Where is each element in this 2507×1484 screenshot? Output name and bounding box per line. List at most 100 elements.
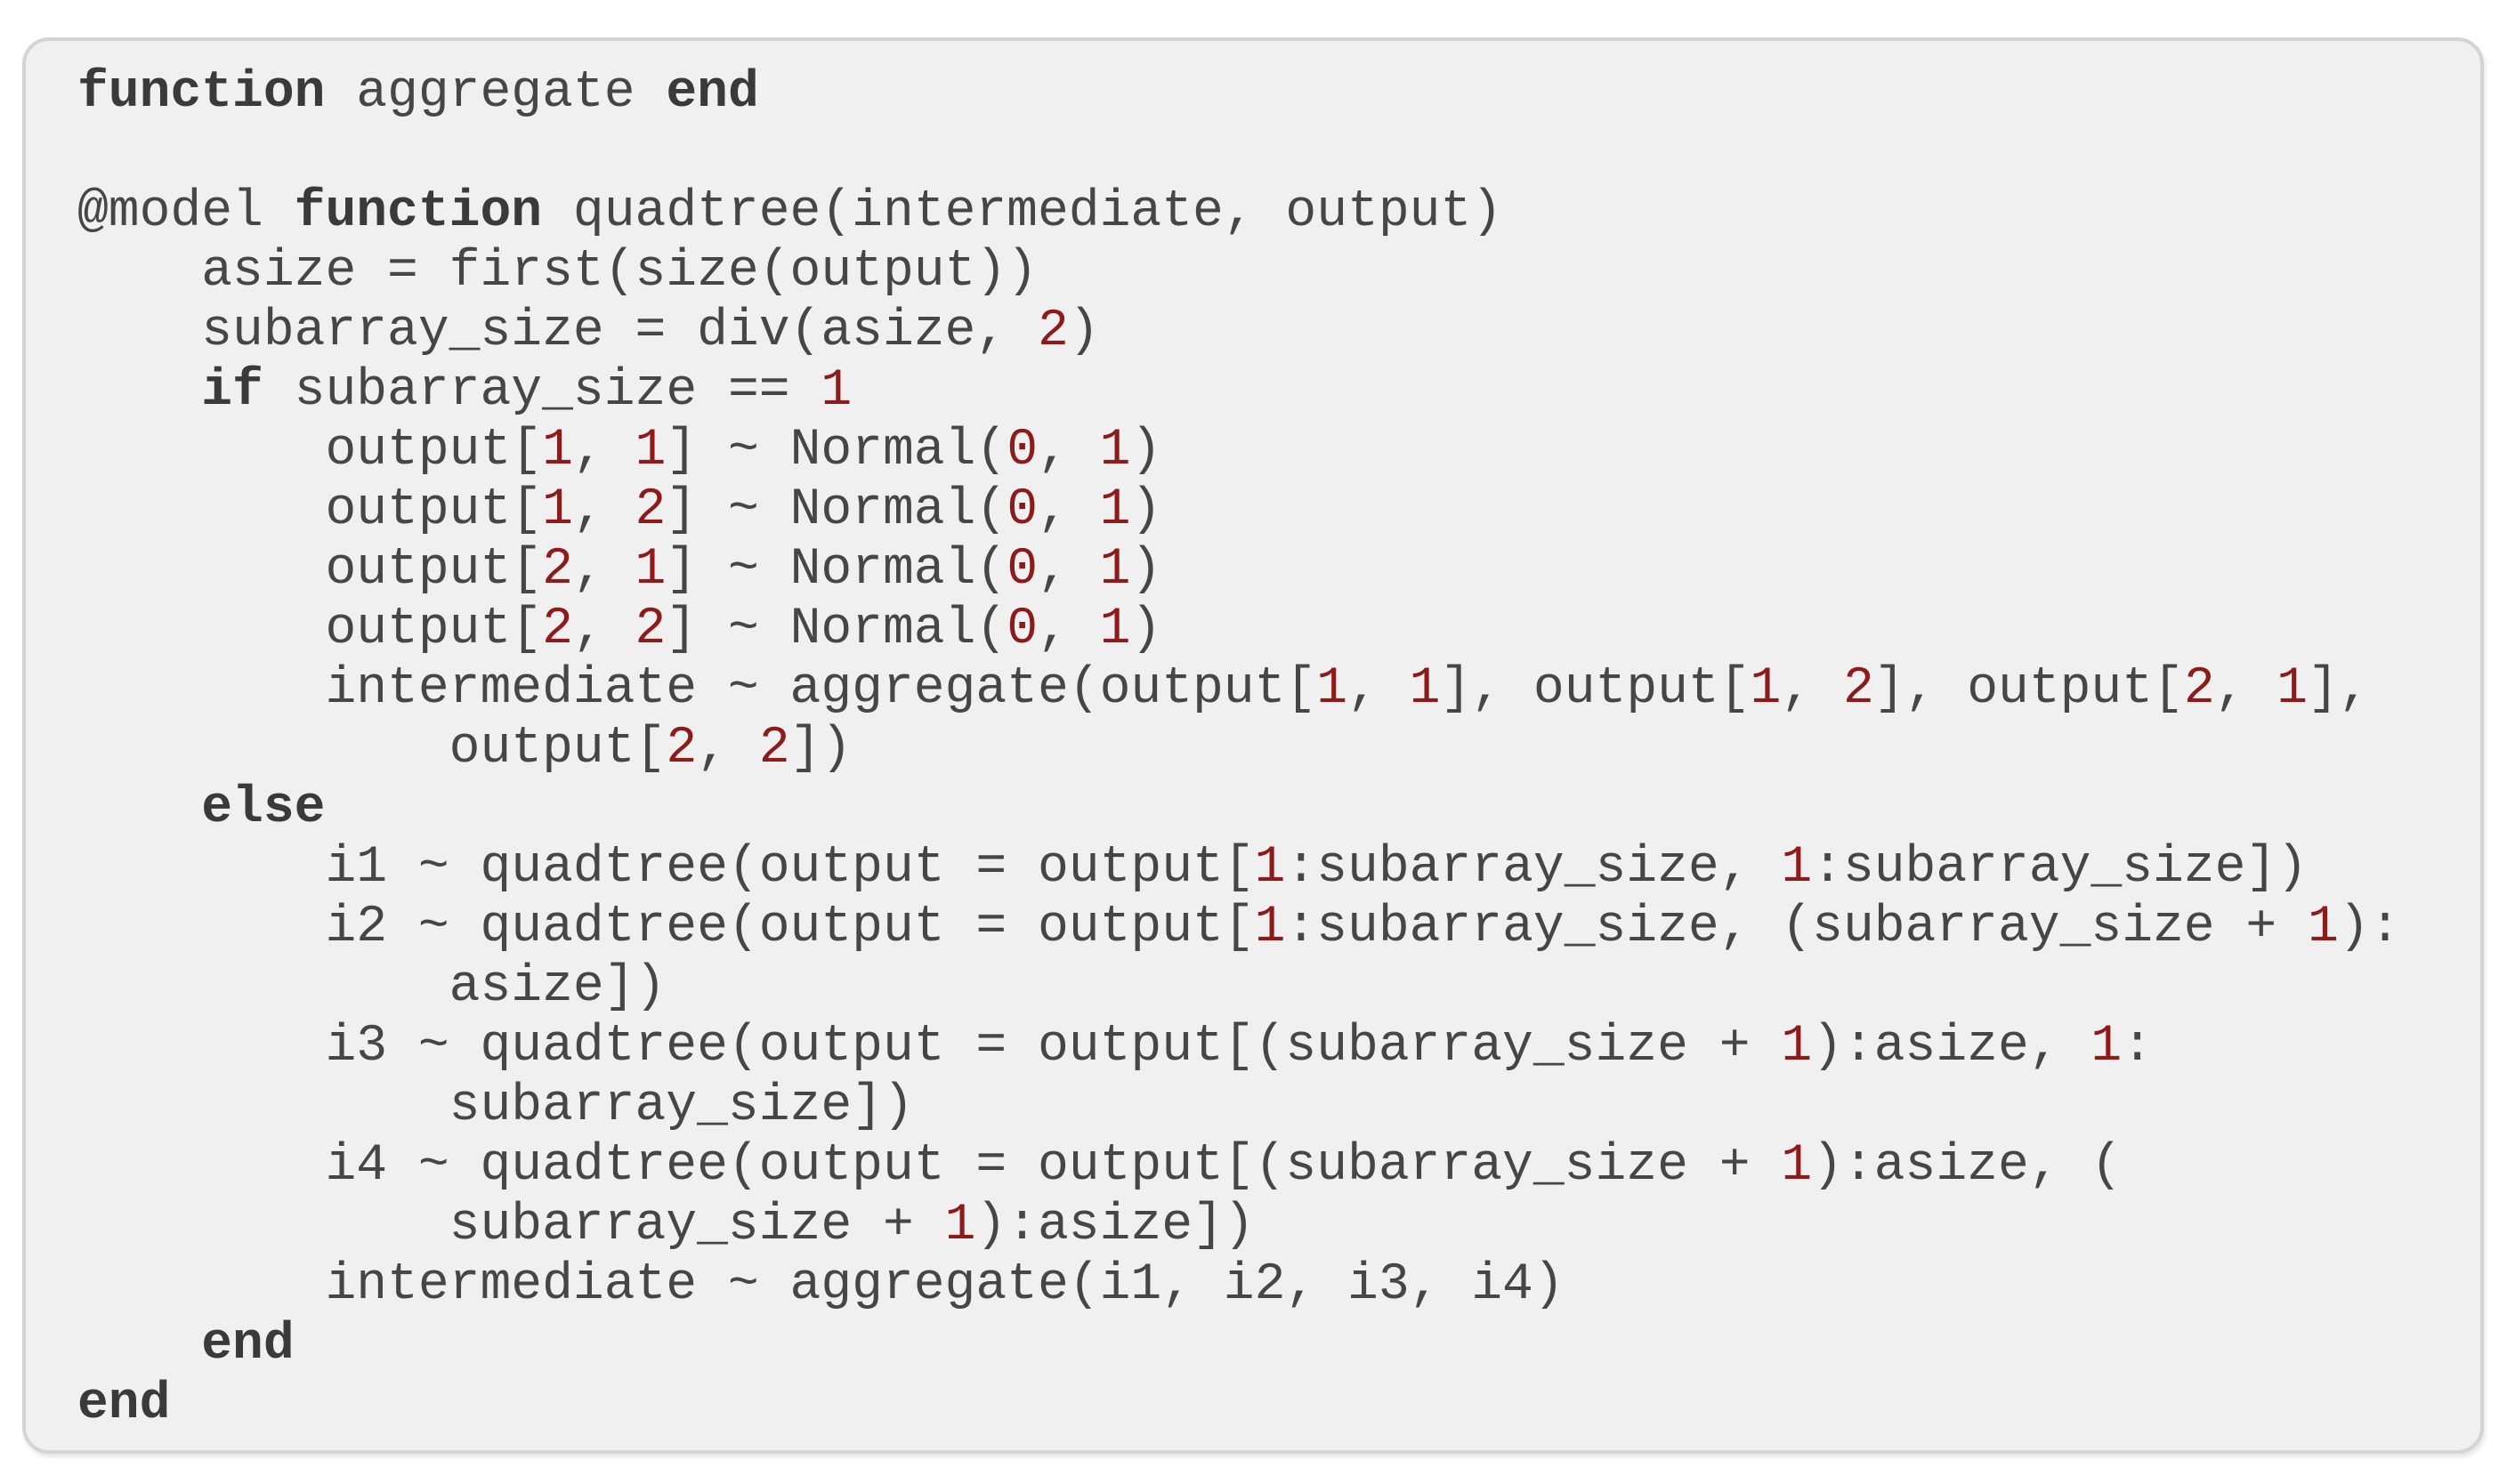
code-segment-plain: :subarray_size]) bbox=[1812, 839, 2309, 897]
code-segment-plain: , bbox=[1781, 660, 1843, 718]
code-segment-plain: output[ bbox=[77, 481, 543, 539]
code-line: i1 ~ quadtree(output = output[1:subarray… bbox=[77, 838, 2464, 898]
code-segment-number: 1 bbox=[635, 422, 667, 480]
code-segment-number: 2 bbox=[635, 481, 667, 539]
code-segment-plain: subarray_size]) bbox=[77, 1077, 914, 1135]
code-segment-number: 2 bbox=[758, 720, 790, 778]
code-segment-plain: aggregate bbox=[325, 64, 667, 122]
code-line: asize]) bbox=[77, 957, 2464, 1017]
code-segment-number: 1 bbox=[542, 422, 573, 480]
code-segment-plain: i4 ~ quadtree(output = output[(subarray_… bbox=[77, 1137, 1782, 1195]
code-segment-number: 1 bbox=[1254, 899, 1286, 956]
code-segment-plain: ) bbox=[1130, 481, 1162, 539]
code-segment-number: 1 bbox=[2308, 899, 2339, 956]
code-segment-keyword: if bbox=[201, 362, 263, 420]
code-segment-keyword: function bbox=[294, 183, 543, 241]
code-line: asize = first(size(output)) bbox=[77, 242, 2464, 302]
code-segment-plain: ] ~ Normal( bbox=[666, 541, 1007, 599]
code-segment-number: 1 bbox=[2277, 660, 2309, 718]
code-segment-plain: intermediate ~ aggregate(output[ bbox=[77, 660, 1317, 718]
code-segment-number: 2 bbox=[1037, 302, 1069, 360]
code-segment-keyword: end bbox=[77, 1375, 171, 1433]
code-segment-plain: : bbox=[2122, 1018, 2154, 1076]
code-segment-number: 2 bbox=[666, 720, 698, 778]
code-line: if subarray_size == 1 bbox=[77, 361, 2464, 421]
code-segment-number: 1 bbox=[1781, 1018, 1813, 1076]
code-segment-number: 1 bbox=[542, 481, 573, 539]
code-line: @model function quadtree(intermediate, o… bbox=[77, 182, 2464, 242]
code-segment-plain: ) bbox=[1130, 422, 1162, 480]
code-content: function aggregate end @model function qu… bbox=[77, 63, 2464, 1434]
code-segment-plain: ):asize, ( bbox=[1812, 1137, 2123, 1195]
code-segment-number: 0 bbox=[1007, 422, 1039, 480]
code-segment-plain: i3 ~ quadtree(output = output[(subarray_… bbox=[77, 1018, 1782, 1076]
code-line: end bbox=[77, 1315, 2464, 1375]
code-segment-plain: , bbox=[1038, 481, 1100, 539]
code-segment-plain: subarray_size = div(asize, bbox=[77, 302, 1038, 360]
code-line: intermediate ~ aggregate(output[1, 1], o… bbox=[77, 659, 2464, 719]
code-segment-plain: output[ bbox=[77, 601, 543, 658]
code-line: subarray_size]) bbox=[77, 1077, 2464, 1136]
code-segment-plain: ) bbox=[1068, 302, 1100, 360]
code-line: output[2, 1] ~ Normal(0, 1) bbox=[77, 540, 2464, 600]
code-line: output[1, 2] ~ Normal(0, 1) bbox=[77, 480, 2464, 540]
code-segment-plain: intermediate ~ aggregate(i1, i2, i3, i4) bbox=[77, 1256, 1565, 1314]
code-segment-number: 1 bbox=[1409, 660, 1441, 718]
code-line: output[2, 2] ~ Normal(0, 1) bbox=[77, 600, 2464, 659]
code-segment-plain bbox=[77, 779, 201, 837]
code-segment-number: 1 bbox=[1099, 541, 1131, 599]
code-block: function aggregate end @model function qu… bbox=[22, 37, 2484, 1454]
code-segment-plain: :subarray_size, bbox=[1285, 839, 1782, 897]
code-segment-number: 0 bbox=[1007, 481, 1039, 539]
code-segment-plain: ) bbox=[1130, 601, 1162, 658]
code-segment-plain: subarray_size + bbox=[77, 1197, 945, 1254]
code-line bbox=[77, 123, 2464, 182]
code-segment-plain: , bbox=[1038, 541, 1100, 599]
code-line: subarray_size + 1):asize]) bbox=[77, 1196, 2464, 1255]
code-segment-number: 1 bbox=[1099, 601, 1131, 658]
code-segment-plain: ):asize]) bbox=[975, 1197, 1255, 1254]
code-line: function aggregate end bbox=[77, 63, 2464, 123]
code-segment-plain: asize = first(size(output)) bbox=[77, 243, 1038, 301]
code-segment-number: 1 bbox=[1781, 1137, 1813, 1195]
code-segment-number: 1 bbox=[944, 1197, 976, 1254]
code-line: i3 ~ quadtree(output = output[(subarray_… bbox=[77, 1017, 2464, 1077]
code-segment-number: 1 bbox=[1099, 481, 1131, 539]
code-segment-plain: i1 ~ quadtree(output = output[ bbox=[77, 839, 1255, 897]
code-segment-number: 0 bbox=[1007, 541, 1039, 599]
code-line: output[1, 1] ~ Normal(0, 1) bbox=[77, 421, 2464, 480]
code-line: intermediate ~ aggregate(i1, i2, i3, i4) bbox=[77, 1255, 2464, 1315]
code-segment-number: 1 bbox=[1254, 839, 1286, 897]
code-segment-plain: subarray_size == bbox=[263, 362, 821, 420]
code-segment-plain: @model bbox=[77, 183, 295, 241]
code-segment-keyword: end bbox=[201, 1316, 295, 1374]
code-segment-plain: ) bbox=[1130, 541, 1162, 599]
code-segment-number: 0 bbox=[1007, 601, 1039, 658]
code-segment-plain: ] ~ Normal( bbox=[666, 601, 1007, 658]
code-segment-plain: ], bbox=[2308, 660, 2370, 718]
code-segment-plain: ], output[ bbox=[1440, 660, 1751, 718]
code-segment-plain: i2 ~ quadtree(output = output[ bbox=[77, 899, 1255, 956]
code-segment-number: 1 bbox=[635, 541, 667, 599]
code-segment-keyword: end bbox=[666, 64, 759, 122]
code-line: i4 ~ quadtree(output = output[(subarray_… bbox=[77, 1136, 2464, 1196]
code-segment-keyword: else bbox=[201, 779, 326, 837]
code-segment-plain: , bbox=[572, 481, 635, 539]
code-segment-plain: output[ bbox=[77, 422, 543, 480]
code-segment-plain: , bbox=[572, 541, 635, 599]
code-segment-number: 1 bbox=[1750, 660, 1782, 718]
code-segment-plain: output[ bbox=[77, 720, 667, 778]
code-segment-plain: , bbox=[1038, 601, 1100, 658]
code-segment-plain: , bbox=[2214, 660, 2277, 718]
code-segment-plain: , bbox=[697, 720, 759, 778]
code-line: output[2, 2]) bbox=[77, 719, 2464, 778]
code-segment-number: 1 bbox=[1781, 839, 1813, 897]
code-segment-number: 2 bbox=[542, 601, 573, 658]
code-segment-plain: output[ bbox=[77, 541, 543, 599]
code-segment-plain: , bbox=[1347, 660, 1410, 718]
code-segment-number: 2 bbox=[635, 601, 667, 658]
code-segment-plain: ):asize, bbox=[1812, 1018, 2091, 1076]
code-segment-plain: asize]) bbox=[77, 958, 667, 1016]
code-segment-plain: ], output[ bbox=[1873, 660, 2184, 718]
